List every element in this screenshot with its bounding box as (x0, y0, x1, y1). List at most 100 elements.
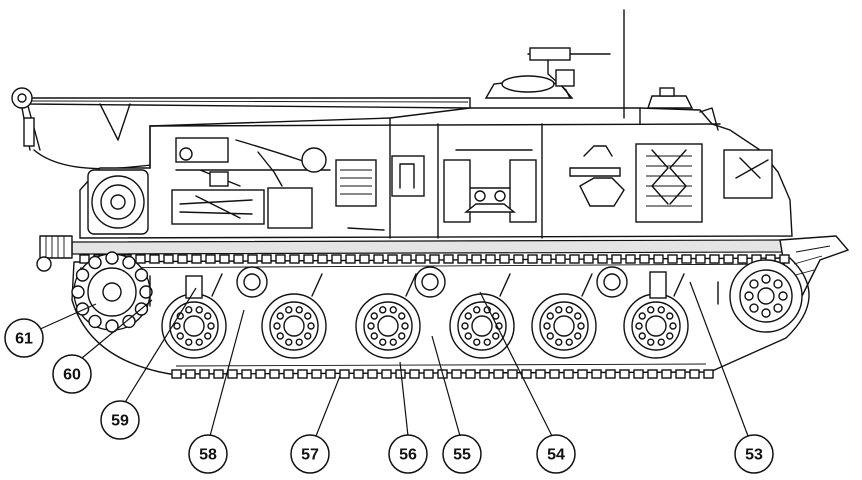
track-shoe (345, 254, 356, 264)
sprocket-tooth (139, 285, 153, 299)
road-wheel-bolt (273, 322, 281, 330)
road-wheel-bolt (176, 332, 184, 340)
track-shoe (233, 254, 244, 264)
road-wheel-bolt (195, 338, 203, 346)
road-wheel-hub (377, 315, 399, 337)
track-shoe (535, 369, 546, 379)
track-shoe (689, 369, 700, 379)
road-wheel-bolt (285, 306, 293, 314)
sprocket-tooth (88, 255, 102, 270)
road-wheel-bolt (647, 338, 655, 346)
callout-56-label: 56 (399, 447, 417, 464)
road-wheel-bolt (546, 332, 554, 340)
road-wheel-bolt (295, 306, 303, 314)
track-shoe (647, 369, 658, 379)
road-wheel-bolt (276, 312, 284, 320)
track-shoe (549, 369, 560, 379)
track-shoe (269, 369, 280, 379)
road-wheel-bolt (473, 306, 481, 314)
road-wheel-bolt (669, 322, 677, 330)
idler-hole (749, 303, 759, 313)
track-shoe (171, 369, 182, 379)
interior-center (443, 149, 537, 223)
track-shoe (569, 254, 580, 264)
road-wheel-bolt (647, 306, 655, 314)
road-wheel-bolt (370, 332, 378, 340)
rear-idler (729, 259, 803, 333)
track-shoe (521, 369, 532, 379)
road-wheel-bolt (657, 338, 665, 346)
callout-54-label: 54 (547, 447, 565, 464)
sprocket-tooth (105, 319, 119, 333)
track-shoe (429, 254, 440, 264)
track-shoe (79, 254, 90, 264)
track-shoe (205, 254, 216, 264)
idler-hole (778, 291, 788, 301)
track-shoe (779, 254, 790, 264)
idler-hole (773, 303, 783, 313)
track-shoe (247, 254, 258, 264)
track-shoe (219, 254, 230, 264)
idler-hole (761, 274, 771, 284)
track-shoe (199, 369, 210, 379)
road-wheel-bolt (379, 306, 387, 314)
road-wheel-hub (645, 315, 667, 337)
road-wheel-bolt (543, 322, 551, 330)
callout-55: 55 (431, 335, 482, 474)
road-wheel-bolt (204, 312, 212, 320)
road-wheel-bolt (204, 332, 212, 340)
callout-61: 61 (4, 303, 97, 358)
road-wheel-hub (283, 315, 305, 337)
track-shoe (451, 369, 462, 379)
track-shoe (331, 254, 342, 264)
track-shoe (563, 369, 574, 379)
track-shoe (387, 254, 398, 264)
idler-hole (761, 308, 771, 318)
road-wheel-bolt (389, 338, 397, 346)
track-shoe (213, 369, 224, 379)
track-shoe (675, 369, 686, 379)
track-shoe (499, 254, 510, 264)
track-shoe (149, 254, 160, 264)
sprocket-tooth (71, 285, 85, 299)
return-rollers (236, 266, 628, 298)
track-shoe (681, 254, 692, 264)
track-shoe (619, 369, 630, 379)
track-shoe (605, 369, 616, 379)
track-shoe (465, 369, 476, 379)
track-shoe (653, 254, 664, 264)
road-wheel-bolt (307, 322, 315, 330)
callout-61-label: 61 (15, 331, 33, 348)
road-wheel-bolt (401, 322, 409, 330)
road-wheel-bolt (304, 312, 312, 320)
road-wheel-arm (673, 273, 685, 297)
road-wheel-bolt (207, 322, 215, 330)
track-shoe (457, 254, 468, 264)
callout-58: 58 (188, 309, 245, 474)
track-shoe (639, 254, 650, 264)
road-wheel-bolt (185, 306, 193, 314)
road-wheel-bolt (565, 306, 573, 314)
road-wheel-bolt (492, 332, 500, 340)
track-shoe (541, 254, 552, 264)
track-shoe (493, 369, 504, 379)
track-shoe (415, 254, 426, 264)
sprocket-tooth (75, 268, 90, 282)
track-shoe (633, 369, 644, 379)
track-shoe (423, 369, 434, 379)
road-wheel-bolt (389, 306, 397, 314)
road-wheel-bolt (574, 312, 582, 320)
road-wheel-bolt (185, 338, 193, 346)
track-shoe (283, 369, 294, 379)
sprocket-tooth (122, 255, 136, 270)
road-wheel-bolt (398, 312, 406, 320)
track-shoe (311, 369, 322, 379)
track-shoe (289, 254, 300, 264)
interior-left (87, 137, 425, 235)
track-shoe (443, 254, 454, 264)
callout-59-label: 59 (111, 413, 129, 430)
road-wheel-bolt (370, 312, 378, 320)
road-wheel-bolt (555, 306, 563, 314)
road-wheel-bolt (565, 338, 573, 346)
road-wheel-bolt (473, 338, 481, 346)
